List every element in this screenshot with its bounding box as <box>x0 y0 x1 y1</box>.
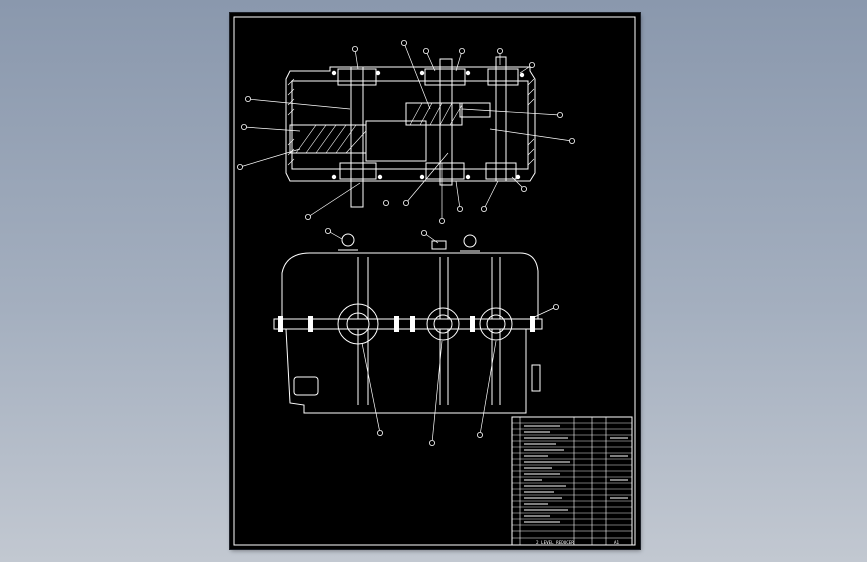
flange-bolts <box>278 316 535 332</box>
drawing-sheet: 2 LEVEL REDUCER A1 <box>230 13 640 549</box>
upper-cover <box>281 252 539 319</box>
inspection-vent <box>431 240 447 250</box>
output-gear-hub <box>459 102 491 118</box>
coupling-gear-block <box>365 120 427 162</box>
lower-base <box>285 328 527 414</box>
front-elevation-view <box>273 227 559 446</box>
front-view-balloons <box>325 227 559 446</box>
housing-bolts <box>331 70 525 180</box>
sheet-border <box>233 16 636 546</box>
housing-outline <box>285 66 536 182</box>
parts-list-rows <box>512 422 632 526</box>
title-block: 2 LEVEL REDUCER A1 <box>511 416 633 546</box>
bearing-bores <box>337 303 513 345</box>
top-view-leaders <box>239 42 573 221</box>
pinion-gear-section <box>405 102 463 126</box>
top-section-view <box>237 39 575 224</box>
bearing-cap-intermediate-top <box>424 68 466 86</box>
bearing-cap-input-top <box>337 68 377 86</box>
split-flange <box>273 318 543 330</box>
lifting-eye-right <box>463 234 477 248</box>
bearing-cap-intermediate-bottom <box>425 162 465 180</box>
large-gear-hatch <box>295 124 367 154</box>
parts-list-text-marks <box>524 425 628 523</box>
front-view-leaders <box>327 230 557 444</box>
title-block-sheet-label: A1 <box>614 540 620 545</box>
title-block-name: 2 LEVEL REDUCER <box>536 540 574 545</box>
large-gear-section <box>289 124 367 154</box>
top-view-balloons <box>237 39 575 224</box>
bearing-cap-output-bottom <box>485 162 517 180</box>
oil-gauge <box>531 364 541 392</box>
oil-drain-plug <box>293 376 319 396</box>
drawing-canvas: 2 LEVEL REDUCER A1 <box>233 16 636 546</box>
input-shaft <box>350 66 364 208</box>
bearing-cap-output-top <box>487 68 519 86</box>
output-shaft <box>495 56 507 182</box>
bearing-cap-input-bottom <box>339 162 377 180</box>
housing-inner-wall <box>291 80 529 170</box>
lifting-eye-left <box>341 233 355 247</box>
